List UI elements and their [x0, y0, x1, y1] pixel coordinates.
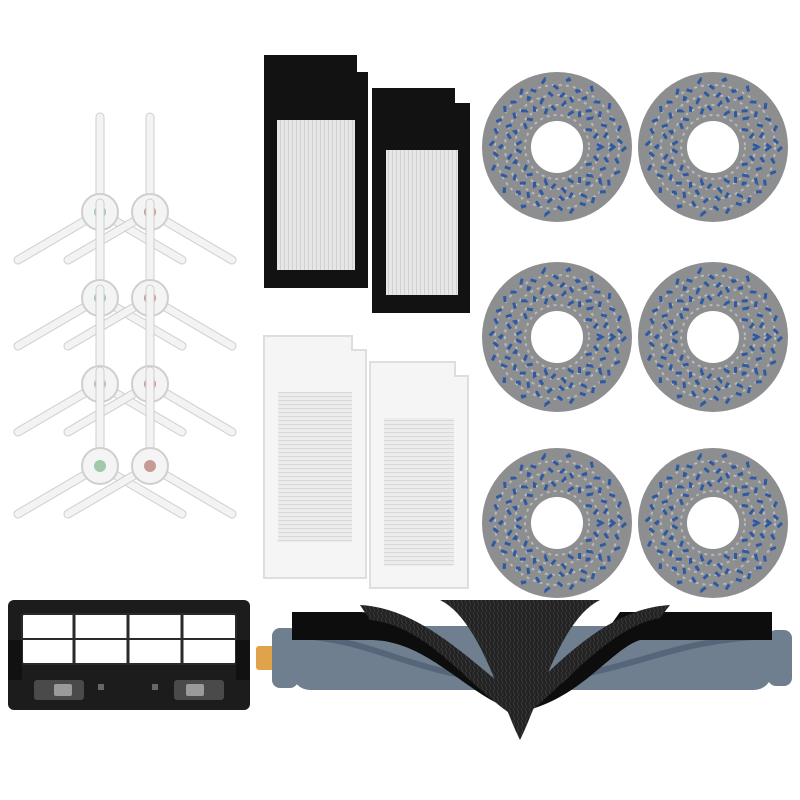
side-brush — [63, 198, 237, 351]
main-roller-brush — [256, 600, 792, 740]
black-filter — [264, 55, 368, 288]
mop-pad — [638, 448, 788, 598]
mop-pad — [482, 72, 632, 222]
white-filter — [369, 361, 469, 589]
mop-pad-group — [482, 72, 788, 598]
mop-pad — [482, 448, 632, 598]
white-filter — [263, 335, 367, 579]
side-brush-group — [13, 112, 237, 519]
black-filter — [372, 88, 470, 313]
side-brush — [13, 198, 187, 351]
mop-pad — [638, 72, 788, 222]
mop-pad — [638, 262, 788, 412]
brush-cover — [8, 600, 250, 710]
side-brush — [63, 366, 237, 519]
side-brush — [63, 112, 237, 265]
side-brush — [13, 366, 187, 519]
side-brush — [13, 284, 187, 437]
mop-pad — [482, 262, 632, 412]
